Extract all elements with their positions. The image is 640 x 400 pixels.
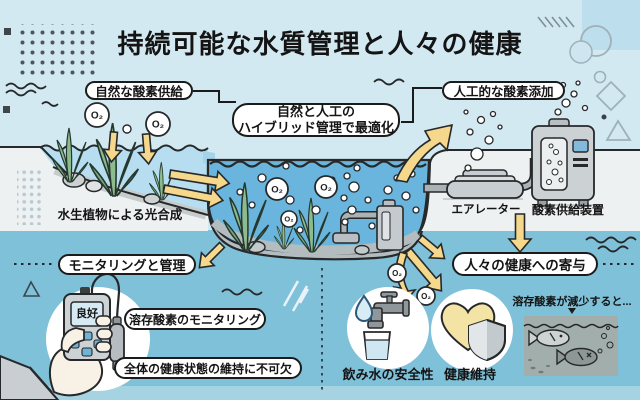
squiggle-lines-left	[5, 82, 59, 107]
o2-bubbles-air: O₂ O₂ O₂ O₂	[84, 102, 436, 306]
hybrid-line2: ハイブリッド管理で最適化	[238, 120, 394, 135]
photosynthesis-caption: 水生植物による光合成	[57, 208, 183, 222]
hatch-lines-top-right	[537, 16, 575, 28]
artificial-oxygen-label: 人工的な酸素添加	[442, 81, 565, 100]
hybrid-management-box: 自然と人工の ハイブリッド管理で最適化	[232, 103, 400, 137]
pond-surface-wave	[209, 160, 427, 168]
fish-icon-distressed	[556, 347, 598, 367]
do-monitoring-label: 溶存酸素のモニタリング	[124, 308, 266, 330]
o2-label: O₂	[284, 215, 293, 224]
benefit-icons	[347, 287, 513, 371]
pond: O₂ O₂ O₂	[203, 151, 431, 261]
o2-label: O₂	[152, 120, 164, 131]
triangle-decor-right	[605, 119, 632, 141]
device-window	[540, 137, 568, 191]
water-drop-icon	[354, 294, 374, 322]
monitoring-label: モニタリングと管理	[58, 254, 196, 275]
diffuser	[332, 232, 360, 244]
murky-bubbles	[597, 326, 614, 354]
decorations	[3, 16, 637, 392]
faucet-icon	[362, 291, 410, 360]
o2-label: O₂	[91, 111, 103, 122]
thumb	[60, 327, 85, 354]
health-maintenance-text: 全体の健康状態の維持に不可欠	[123, 361, 292, 376]
meter-reading: 良好	[76, 308, 98, 320]
o2-bubbles-pond: O₂ O₂ O₂	[265, 175, 338, 228]
rock	[85, 179, 103, 193]
dot-grid-platform	[17, 167, 43, 225]
murky-waterline	[523, 323, 619, 329]
oxygen-supply-device	[531, 118, 595, 207]
hybrid-line1: 自然と人工の	[276, 103, 355, 119]
small-circle-decor	[593, 70, 607, 84]
sleeve	[0, 354, 60, 400]
square-accent-2	[3, 106, 10, 113]
aerator	[446, 169, 524, 199]
rock	[354, 244, 370, 256]
diamond-decor	[595, 80, 627, 112]
do-monitoring-text: 溶存酸素のモニタリング	[128, 312, 261, 327]
fish-panel	[523, 308, 619, 376]
squiggle-bottom-left	[221, 288, 263, 296]
triangle-decor-left	[22, 280, 41, 297]
square-accent-1	[4, 28, 11, 35]
meter-screen	[70, 301, 104, 327]
pond-to-aerator-arrow	[394, 123, 454, 183]
probe-cable	[90, 272, 121, 323]
aerator-caption: エアレーター	[451, 204, 521, 216]
artificial-oxygen-text: 人工的な酸素添加	[453, 85, 554, 99]
monitoring-text: モニタリングと管理	[68, 258, 186, 273]
pointer-triangle	[568, 308, 576, 314]
o2-label: O₂	[392, 269, 402, 278]
circle-filled-decor	[569, 40, 593, 64]
natural-oxygen-label: 自然な酸素供給	[85, 81, 193, 100]
o2-label: O₂	[320, 182, 332, 193]
o2-label: O₂	[421, 292, 431, 301]
footer-strip	[0, 386, 640, 400]
squiggle-center	[373, 78, 405, 86]
debris	[528, 359, 550, 374]
health-caption: 健康維持	[443, 367, 496, 382]
right-shore	[419, 80, 640, 232]
fingers	[95, 315, 113, 353]
dot-decor	[601, 114, 607, 120]
oxygen-device-caption: 酸素供給装置	[531, 203, 604, 217]
shield-icon	[468, 318, 506, 362]
health-maintenance-label: 全体の健康状態の維持に不可欠	[114, 357, 302, 379]
left-shore	[0, 122, 209, 231]
white-streaks	[282, 280, 310, 312]
drinking-water-caption: 飲み水の安全性	[342, 367, 434, 382]
dot-grid-top-left	[20, 24, 100, 79]
natural-oxygen-text: 自然な酸素供給	[95, 85, 183, 99]
device-screen	[572, 139, 589, 153]
fish-warning-caption: 溶存酸素が減少すると...	[512, 296, 632, 308]
o2-label: O₂	[271, 184, 283, 195]
squiggles-bottom-right	[585, 236, 637, 253]
fish-icon-healthy	[528, 329, 570, 347]
label-connectors	[193, 87, 442, 123]
contribution-text: 人々の健康への寄与	[464, 258, 586, 273]
contribution-label: 人々の健康への寄与	[452, 252, 598, 276]
page-title: 持続可能な水質管理と人々の健康	[117, 29, 523, 59]
